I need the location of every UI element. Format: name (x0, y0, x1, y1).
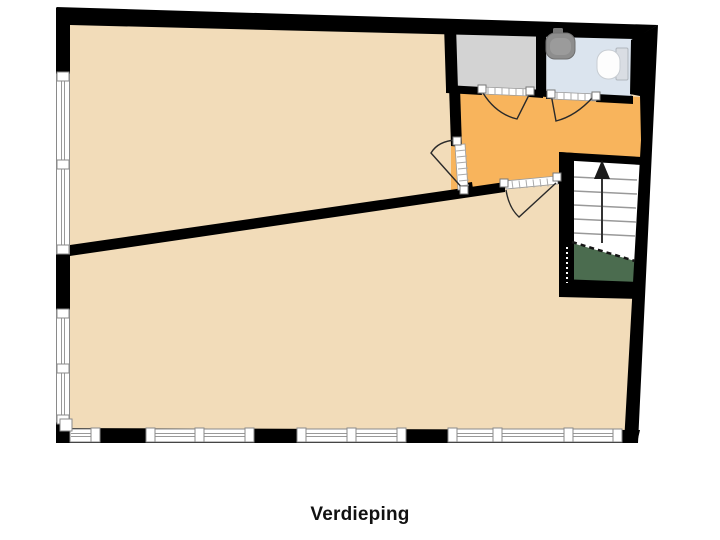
window-post (56, 159, 70, 170)
wall-stairs-bottom (559, 279, 641, 299)
window-post (194, 427, 205, 443)
bathroom-fixtures (545, 28, 629, 81)
window (451, 428, 620, 443)
staircase (566, 160, 638, 283)
wall-stairs-left (559, 152, 574, 287)
door-jamb (477, 84, 487, 94)
window-post (56, 363, 70, 374)
window-posts (56, 71, 623, 443)
window-post (145, 427, 156, 443)
window-post (612, 428, 623, 443)
toilet-icon (596, 47, 629, 81)
wall-storage-left (444, 25, 458, 90)
window-post (492, 427, 503, 443)
floor-title: Verdieping (310, 504, 410, 525)
door-swing (505, 182, 557, 218)
hallway-floor (451, 88, 641, 194)
stairs-up-arrow-icon (594, 160, 610, 243)
stair-tread (573, 218, 637, 223)
stair-cut-line (571, 240, 636, 263)
door-threshold-storage (481, 86, 530, 97)
windows (56, 71, 623, 443)
door-jamb (591, 91, 601, 101)
window-post (396, 427, 407, 443)
sink-basin (550, 38, 571, 55)
wall-right (624, 25, 658, 443)
toilet-bowl (596, 49, 621, 80)
door-jamb (459, 185, 469, 195)
under-stairs-void (572, 243, 635, 285)
door-threshold-bathroom (550, 91, 597, 102)
sink-icon (545, 28, 576, 60)
wall-storage-bottom-left (446, 85, 482, 95)
door-swing (550, 93, 594, 122)
window-post (296, 427, 307, 443)
wall-storage-bathroom-divider (536, 28, 546, 97)
window-post (244, 427, 255, 443)
window-corner-post (59, 418, 73, 432)
stair-tread (573, 204, 637, 209)
arrow-head (594, 160, 610, 179)
wall-diagonal-divider (63, 182, 505, 257)
door-swing (482, 92, 530, 120)
storage-room-floor (445, 28, 539, 95)
stair-tread (573, 232, 636, 237)
door-jamb (499, 178, 509, 188)
door-jamb-blocks (452, 84, 601, 195)
floors (60, 12, 655, 441)
window-post (56, 308, 70, 319)
window-post (90, 427, 101, 443)
wall-bathroom-bottom-right (596, 94, 633, 104)
door-jamb (525, 86, 535, 96)
stair-tread (573, 190, 638, 195)
doors (430, 84, 601, 218)
window-post (56, 244, 70, 255)
door-jamb (546, 89, 556, 99)
window-post (563, 427, 574, 443)
wall-stairs-top (559, 152, 642, 165)
door-swing (430, 139, 465, 191)
wall-left-top (56, 8, 70, 76)
door-jamb (452, 136, 462, 146)
door-jamb (552, 172, 562, 182)
wall-top (56, 7, 658, 39)
window-post (56, 71, 70, 82)
door-swings (430, 92, 594, 218)
window-post (346, 427, 357, 443)
wall-left-middle (56, 250, 70, 314)
wall-hallway-left (449, 86, 462, 147)
window-post (447, 427, 458, 443)
